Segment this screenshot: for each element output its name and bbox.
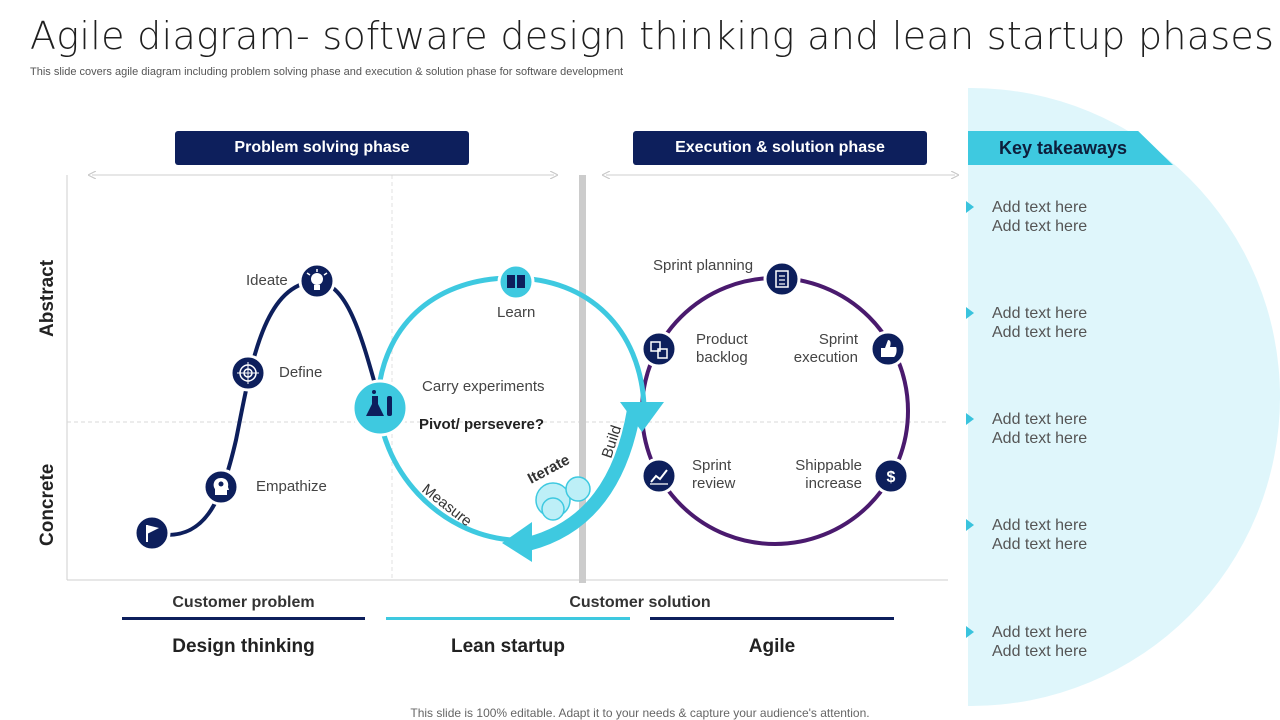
- takeaway-text: Add text here: [992, 624, 1088, 641]
- shippable-increase-label: Shippable increase: [762, 457, 862, 493]
- lab-flask-icon: [351, 379, 409, 437]
- target-icon: [229, 354, 267, 392]
- learn-label: Learn: [497, 304, 536, 321]
- flag-icon: [133, 514, 171, 552]
- bullet-arrow-icon: [966, 413, 974, 425]
- product-backlog-line2: backlog: [696, 349, 748, 366]
- lean-startup-rule: [386, 617, 630, 620]
- bullet-arrow-icon: [966, 626, 974, 638]
- sprint-review-line2: review: [692, 475, 736, 492]
- axis-label-concrete: Concrete: [37, 463, 58, 546]
- takeaway-text: Add text here: [992, 199, 1088, 216]
- agile-rule: [650, 617, 894, 620]
- axis-label-abstract: Abstract: [37, 259, 58, 337]
- book-icon: [497, 263, 535, 301]
- lean-startup-section: Lean startup: [450, 636, 566, 657]
- empathize-head-icon: [202, 468, 240, 506]
- iterate-label: Iterate: [525, 451, 573, 487]
- takeaway-text: Add text here: [992, 411, 1088, 428]
- lightbulb-icon: [298, 262, 336, 300]
- chart-review-icon: [640, 457, 678, 495]
- bubble-decor: [541, 497, 565, 521]
- iterate-arrow-body: [526, 408, 641, 551]
- execution-solution-phase-header: Execution & solution phase: [633, 131, 927, 165]
- customer-solution-label: Customer solution: [569, 594, 711, 611]
- bubble-decor: [565, 476, 591, 502]
- ideate-label: Ideate: [246, 272, 288, 289]
- sprint-planning-label: Sprint planning: [653, 257, 754, 274]
- customer-problem-label: Customer problem: [172, 594, 315, 611]
- measure-arrow-head: [502, 522, 532, 562]
- takeaway-text: Add text here: [992, 218, 1088, 235]
- carry-experiments-label: Carry experiments: [422, 378, 545, 395]
- key-takeaways-panel: [968, 88, 1280, 706]
- product-backlog-label: Product backlog: [696, 331, 748, 367]
- phase-divider: [579, 175, 586, 583]
- design-thinking-curve: [150, 279, 380, 537]
- agile-section: Agile: [748, 636, 796, 657]
- takeaway-text: Add text here: [992, 305, 1088, 322]
- takeaway-text: Add text here: [992, 324, 1088, 341]
- thumbs-up-icon: [869, 330, 907, 368]
- shippable-line2: increase: [805, 475, 862, 492]
- bullet-arrow-icon: [966, 519, 974, 531]
- key-takeaways-banner: [968, 131, 1173, 165]
- sprint-execution-line2: execution: [793, 349, 858, 366]
- agile-diagram: $ Measure Iterate Build: [66, 0, 968, 583]
- clipboard-icon: [763, 260, 801, 298]
- define-label: Define: [279, 364, 323, 381]
- takeaway-text: Add text here: [992, 536, 1088, 553]
- takeaway-text: Add text here: [992, 430, 1088, 447]
- empathize-label: Empathize: [256, 478, 327, 495]
- takeaway-text: Add text here: [992, 643, 1088, 660]
- sprint-review-label: Sprint review: [692, 457, 735, 493]
- money-bag-icon: $: [872, 457, 910, 495]
- bullet-arrow-icon: [966, 201, 974, 213]
- problem-solving-phase-header: Problem solving phase: [175, 131, 469, 165]
- svg-text:$: $: [887, 469, 896, 486]
- sprint-execution-line1: Sprint: [818, 331, 858, 348]
- product-backlog-line1: Product: [696, 331, 748, 348]
- backlog-icon: [640, 330, 678, 368]
- agile-cycle: [640, 276, 910, 546]
- page-subtitle: This slide covers agile diagram includin…: [30, 66, 624, 78]
- design-thinking-section: Design thinking: [172, 636, 315, 657]
- sprint-execution-label: Sprint execution: [758, 331, 858, 367]
- build-arrow-head: [620, 402, 664, 432]
- key-takeaways-title: Key takeaways: [998, 137, 1128, 158]
- bullet-arrow-icon: [966, 307, 974, 319]
- shippable-line1: Shippable: [795, 457, 862, 474]
- page-title: Agile diagram- software design thinking …: [30, 14, 1275, 58]
- pivot-persevere-label: Pivot/ persevere?: [419, 416, 545, 433]
- takeaway-text: Add text here: [992, 517, 1088, 534]
- design-thinking-rule: [122, 617, 365, 620]
- sprint-review-line1: Sprint: [692, 457, 732, 474]
- footer-note: This slide is 100% editable. Adapt it to…: [410, 706, 870, 720]
